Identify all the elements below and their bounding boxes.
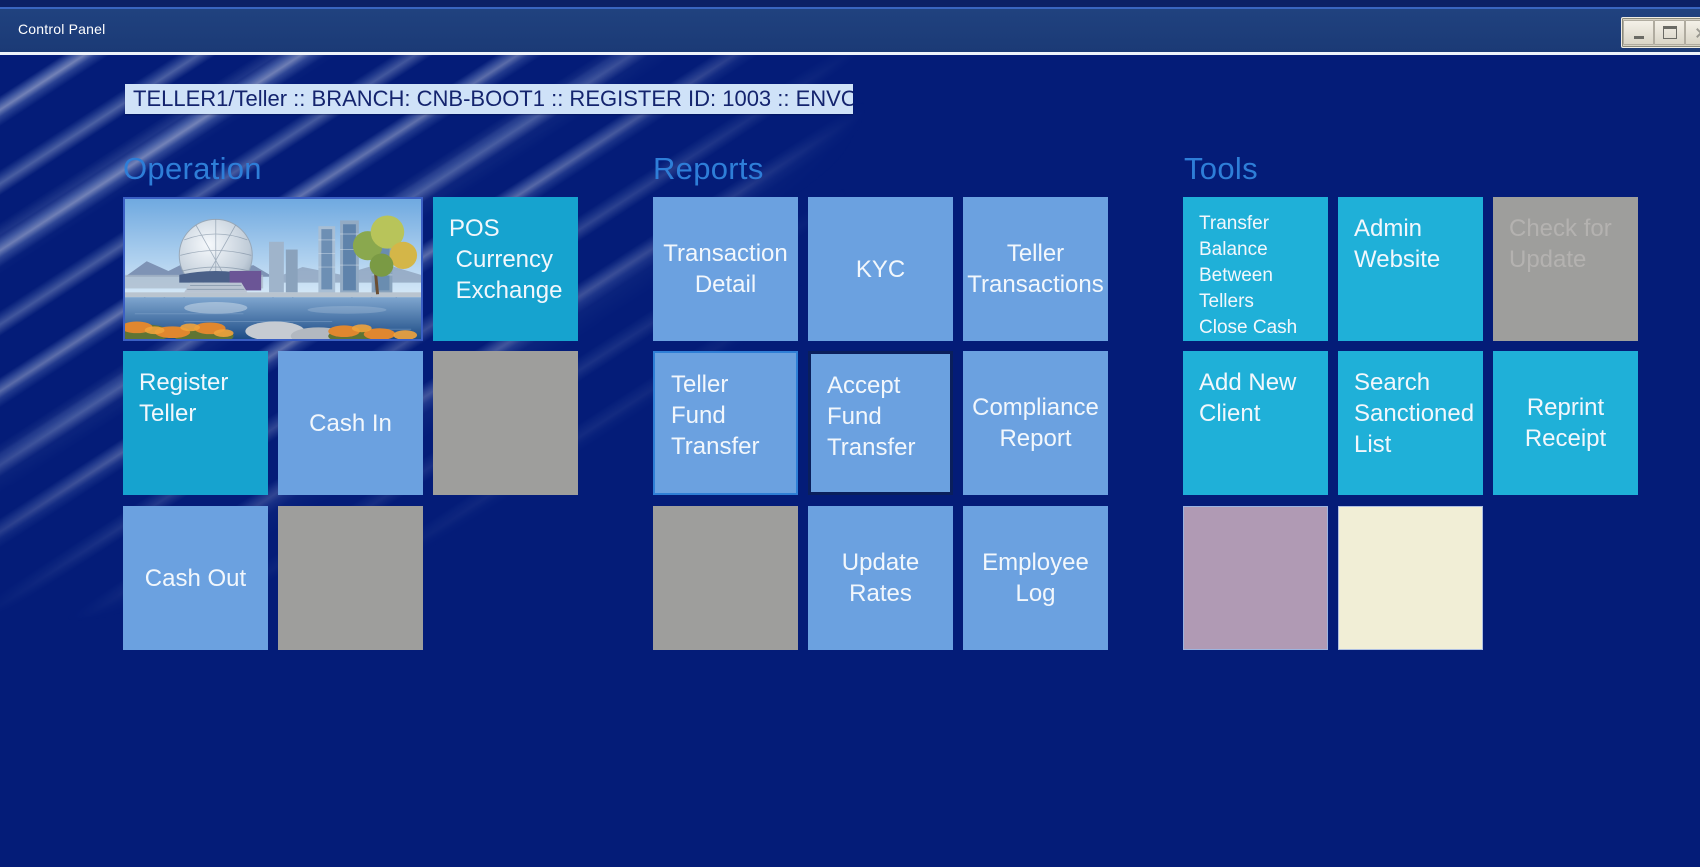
section-title-operation: Operation xyxy=(123,151,262,186)
tile-operation-photo[interactable] xyxy=(123,197,423,341)
section-title-reports: Reports xyxy=(653,151,764,186)
tile-label: POS Currency Exchange xyxy=(449,215,563,304)
tile-label: Reprint Receipt xyxy=(1524,394,1607,452)
tile-operation-empty-1[interactable] xyxy=(433,351,578,495)
tile-label: Compliance Report xyxy=(972,394,1099,452)
window-title: Control Panel xyxy=(18,21,106,37)
tile-label: Update Rates xyxy=(841,549,926,607)
tile-operation-empty-2[interactable] xyxy=(278,506,423,650)
tile-transaction-detail[interactable]: Transaction Detail xyxy=(653,197,798,341)
tile-pos-currency-exchange[interactable]: POS Currency Exchange xyxy=(433,197,578,341)
tile-reports-empty-1[interactable] xyxy=(653,506,798,650)
tile-label: Register Teller xyxy=(139,369,235,427)
tile-label: Transaction Detail xyxy=(663,240,788,298)
section-title-tools: Tools xyxy=(1184,151,1258,186)
tile-check-for-update[interactable]: Check for Update xyxy=(1493,197,1638,341)
tile-label: Admin Website xyxy=(1354,215,1441,273)
tile-admin-website[interactable]: Admin Website xyxy=(1338,197,1483,341)
titlebar-separator xyxy=(0,52,1700,55)
tile-employee-log[interactable]: Employee Log xyxy=(963,506,1108,650)
minimize-icon xyxy=(1633,36,1644,39)
window-top-accent-line xyxy=(0,7,1700,9)
maximize-icon xyxy=(1662,26,1677,39)
tile-kyc[interactable]: KYC xyxy=(808,197,953,341)
minimize-button[interactable] xyxy=(1623,20,1654,45)
window-top-strip xyxy=(0,0,1700,7)
window-controls xyxy=(1621,17,1700,48)
tile-teller-fund-transfer[interactable]: Teller Fund Transfer xyxy=(653,351,798,495)
tile-cash-in[interactable]: Cash In xyxy=(278,351,423,495)
tile-cash-out[interactable]: Cash Out xyxy=(123,506,268,650)
tile-label: Cash Out xyxy=(144,564,247,592)
tile-teller-transactions[interactable]: Teller Transactions xyxy=(963,197,1108,341)
tile-compliance-report[interactable]: Compliance Report xyxy=(963,351,1108,495)
tile-register-teller[interactable]: Register Teller xyxy=(123,351,268,495)
tile-transfer-balance-between-tellers-close-cash[interactable]: Transfer Balance Between Tellers Close C… xyxy=(1183,197,1328,341)
tile-label: Add New Client xyxy=(1199,369,1297,427)
close-button[interactable] xyxy=(1685,20,1700,45)
titlebar[interactable]: Control Panel xyxy=(0,9,1700,52)
tile-label: Employee Log xyxy=(982,549,1089,607)
tile-update-rates[interactable]: Update Rates xyxy=(808,506,953,650)
tile-label: Check for Update xyxy=(1509,215,1612,273)
tile-reprint-receipt[interactable]: Reprint Receipt xyxy=(1493,351,1638,495)
tile-label: Transfer Balance Between Tellers Close C… xyxy=(1199,213,1298,338)
science-world-waterfront-photo xyxy=(125,199,421,339)
tile-label: Accept Fund Transfer xyxy=(827,372,916,461)
close-icon xyxy=(1696,28,1700,38)
session-status-bar: TELLER1/Teller :: BRANCH: CNB-BOOT1 :: R… xyxy=(125,84,853,114)
tile-tools-blank-cream[interactable] xyxy=(1338,506,1483,650)
tile-label: KYC xyxy=(855,255,906,283)
tile-add-new-client[interactable]: Add New Client xyxy=(1183,351,1328,495)
tile-label: Cash In xyxy=(309,409,392,437)
tile-label: Teller Fund Transfer xyxy=(671,371,760,460)
tile-accept-fund-transfer[interactable]: Accept Fund Transfer xyxy=(808,351,953,495)
tile-label: Teller Transactions xyxy=(967,240,1104,298)
tile-label: Search Sanctioned List xyxy=(1354,369,1475,458)
tile-tools-blank-mauve[interactable] xyxy=(1183,506,1328,650)
tile-search-sanctioned-list[interactable]: Search Sanctioned List xyxy=(1338,351,1483,495)
maximize-button[interactable] xyxy=(1654,20,1685,45)
